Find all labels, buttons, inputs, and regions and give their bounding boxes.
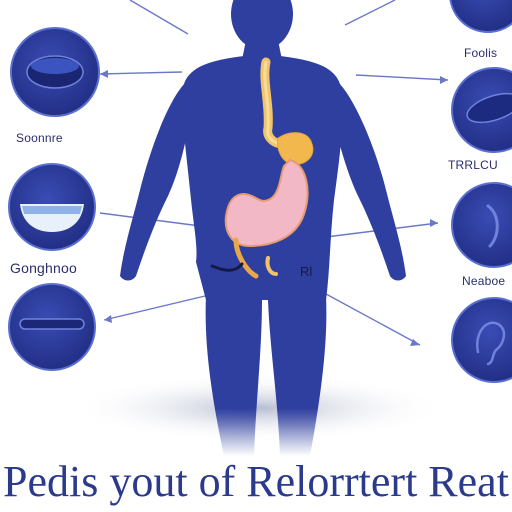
label-right-lower: Neaboe [462,274,506,288]
neck [242,40,282,60]
arrow-head [440,76,448,84]
duodenum [233,237,259,279]
bubble-right-middle [451,182,512,268]
right-leg [268,296,327,456]
torso [182,56,343,300]
stomach-top [277,132,314,165]
stomach [224,158,309,248]
arrow-head [100,70,108,78]
left-leg [205,296,262,456]
connector-line [344,0,396,26]
right-arm [334,82,406,281]
intestine-segment [265,256,278,276]
bubble-right-top [449,0,512,33]
organ-icon [486,204,499,248]
floor-shadow [68,374,448,442]
bubble-right-lower [451,297,512,383]
left-arm [120,82,190,281]
arrow-heads [100,70,448,346]
bubble-left-middle [8,163,96,251]
bubble-left-top [10,27,100,117]
label-left-top: Soonnre [16,131,63,145]
bubble-right-upper [451,67,512,153]
label-right-middle: TRRLCU [448,158,498,172]
esophagus-core [263,60,282,146]
human-legs [205,296,327,456]
arrow-head [104,315,112,323]
connector-line [325,293,421,346]
pill-icon [19,318,85,330]
intestine-dark-segment [210,262,244,272]
connector-line [99,71,183,75]
head [231,0,293,50]
connector-line [129,0,189,35]
connector-line [103,295,206,321]
ear-icon [475,321,506,366]
label-center-right: Rl [300,264,312,279]
arrow-head [430,219,438,227]
label-right-upper: Foolis [464,46,498,60]
capsule-icon [466,92,512,124]
digestive-organs [210,57,314,279]
arrow-head [410,339,420,346]
human-body-silhouette [120,0,406,300]
bubble-left-bottom [8,283,96,371]
label-left-middle: Gonghnoo [10,260,77,276]
page-title: Pedis yout of Relorrtert Reat [3,457,509,506]
connector-line [355,74,449,81]
